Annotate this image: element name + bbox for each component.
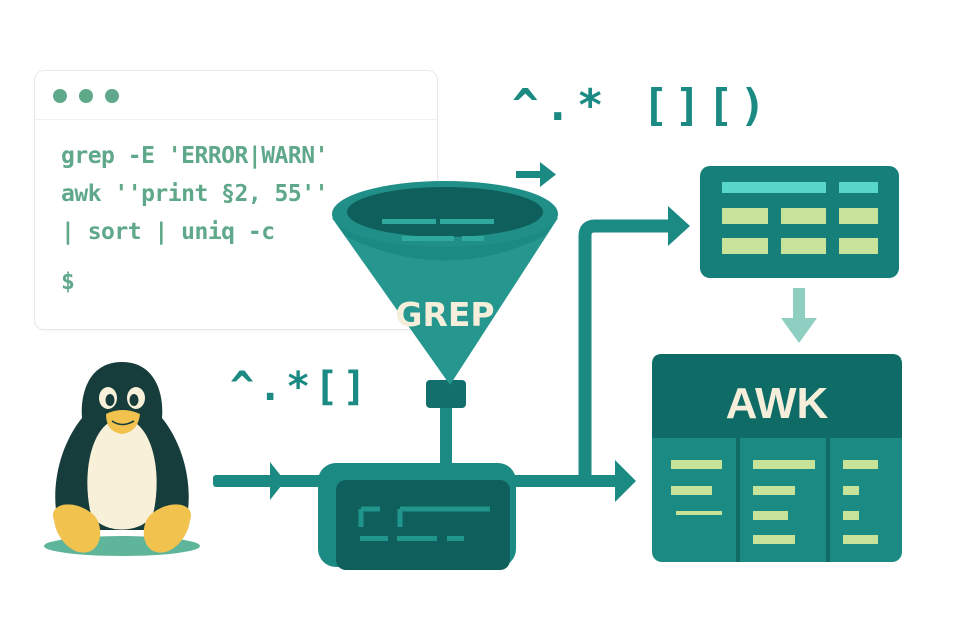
processor-box-icon [318,463,516,570]
window-dot-minimize[interactable] [79,89,93,103]
funnel-label: GREP [395,295,494,334]
output-arrow-to-awk [510,460,636,502]
terminal-line-awk: awk ''print §2, 55'' [61,181,328,207]
terminal-line-grep: grep -E 'ERROR|WARN' [61,143,328,169]
terminal-line-sort: | sort | uniq -c [61,219,275,245]
filter-funnel-icon [332,181,558,385]
window-dot-close[interactable] [53,89,67,103]
input-arrow [213,462,323,500]
linux-penguin-icon [44,362,200,556]
regex-symbols-top: ^.* [][) [512,80,772,131]
terminal-prompt: $ [61,269,75,295]
table-icon [700,166,899,278]
branch-arrow-to-table [578,206,690,481]
funnel-spout [426,380,466,408]
window-dot-maximize[interactable] [105,89,119,103]
regex-symbols-bottom: ^.*[] [230,364,371,410]
awk-panel [652,354,902,562]
terminal-title-bar [35,71,437,120]
down-arrow-icon [781,288,817,343]
awk-label: AWK [726,379,829,428]
small-arrow-icon [516,162,556,187]
